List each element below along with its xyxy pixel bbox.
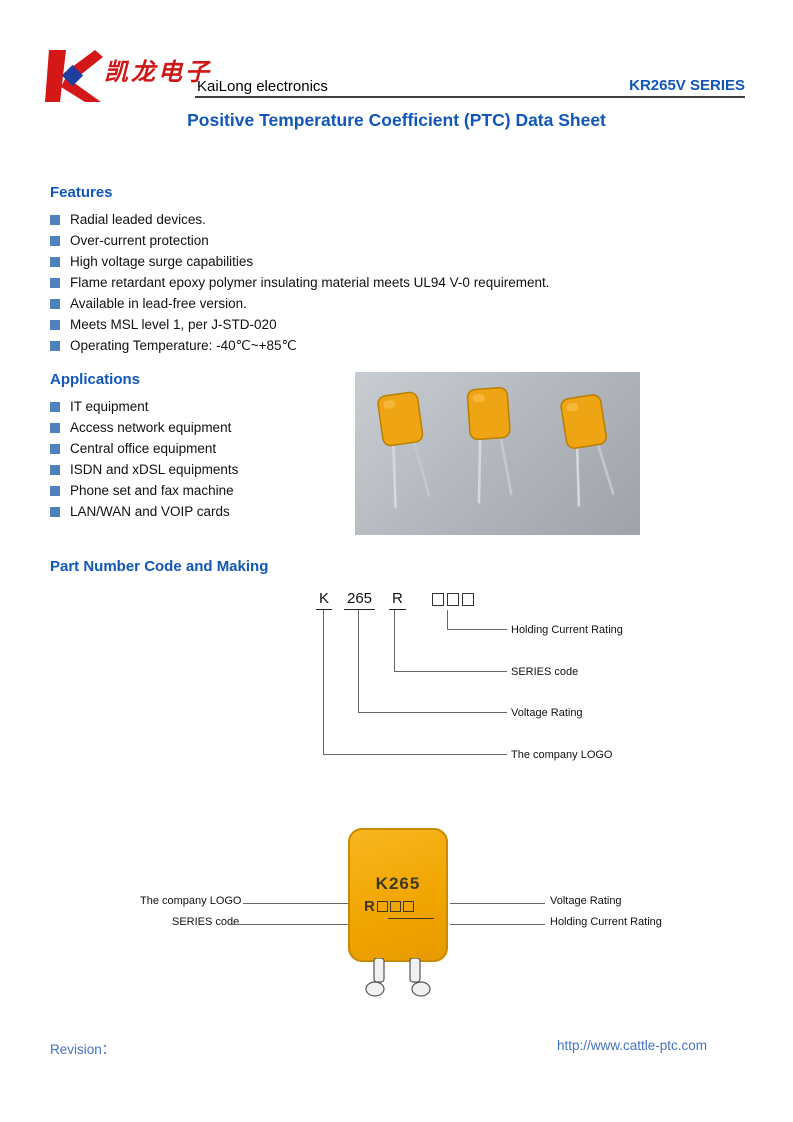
blank-digit-box bbox=[447, 593, 459, 607]
bullet-square-icon bbox=[50, 277, 60, 288]
feature-text: Available in lead-free version. bbox=[70, 296, 247, 311]
code-label-voltage: Voltage Rating bbox=[511, 707, 583, 719]
code-logo-char: K bbox=[316, 590, 333, 610]
feature-text: Radial leaded devices. bbox=[70, 212, 206, 227]
bullet-square-icon bbox=[50, 485, 60, 496]
feature-text: Over-current protection bbox=[70, 233, 209, 248]
applications-heading: Applications bbox=[50, 371, 141, 388]
application-text: ISDN and xDSL equipments bbox=[70, 462, 239, 477]
application-item: Access network equipment bbox=[50, 417, 350, 438]
application-text: LAN/WAN and VOIP cards bbox=[70, 504, 230, 519]
bullet-square-icon bbox=[50, 464, 60, 475]
page-title: Positive Temperature Coefficient (PTC) D… bbox=[187, 110, 606, 130]
marking-line2: R bbox=[364, 898, 414, 915]
connector-line bbox=[358, 610, 507, 713]
blank-digit-box bbox=[432, 593, 444, 607]
features-heading: Features bbox=[50, 184, 113, 201]
partnumber-heading: Part Number Code and Making bbox=[50, 558, 269, 575]
feature-item: Over-current protection bbox=[50, 230, 710, 251]
feature-item: Radial leaded devices. bbox=[50, 209, 710, 230]
feature-text: Operating Temperature: -40℃~+85℃ bbox=[70, 337, 297, 353]
marking-label-holding: Holding Current Rating bbox=[550, 916, 662, 928]
ptc-legs-icon bbox=[365, 958, 431, 997]
company-logo-icon bbox=[45, 48, 103, 104]
feature-text: High voltage surge capabilities bbox=[70, 254, 254, 269]
connector-line bbox=[243, 903, 348, 904]
application-item: ISDN and xDSL equipments bbox=[50, 459, 350, 480]
bullet-square-icon bbox=[50, 443, 60, 454]
blank-digit-box bbox=[376, 901, 388, 912]
revision-label: Revision： bbox=[50, 1042, 116, 1057]
bullet-square-icon bbox=[50, 422, 60, 433]
marking-line1: K265 bbox=[375, 874, 421, 893]
blank-digit-box bbox=[402, 901, 414, 912]
bullet-square-icon bbox=[50, 256, 60, 267]
series-label: KR265V SERIES bbox=[629, 77, 745, 94]
blank-digit-box bbox=[462, 593, 474, 607]
application-text: IT equipment bbox=[70, 399, 149, 414]
code-label-holding: Holding Current Rating bbox=[511, 624, 623, 636]
application-text: Access network equipment bbox=[70, 420, 232, 435]
feature-text: Flame retardant epoxy polymer insulating… bbox=[70, 275, 550, 290]
bullet-square-icon bbox=[50, 319, 60, 330]
code-voltage-chars: 265 bbox=[344, 590, 376, 610]
application-item: Central office equipment bbox=[50, 438, 350, 459]
feature-item: Operating Temperature: -40℃~+85℃ bbox=[50, 335, 710, 356]
application-item: Phone set and fax machine bbox=[50, 480, 350, 501]
feature-text: Meets MSL level 1, per J-STD-020 bbox=[70, 317, 277, 332]
marking-label-logo: The company LOGO bbox=[140, 895, 242, 907]
application-text: Phone set and fax machine bbox=[70, 483, 234, 498]
features-section: Features Radial leaded devices. Over-cur… bbox=[50, 184, 710, 356]
ptc-device-2 bbox=[466, 386, 513, 504]
company-name: KaiLong electronics bbox=[197, 78, 328, 95]
header-divider bbox=[195, 96, 745, 98]
code-label-series: SERIES code bbox=[511, 666, 579, 678]
feature-item: Flame retardant epoxy polymer insulating… bbox=[50, 272, 710, 293]
code-label-logo: The company LOGO bbox=[511, 749, 613, 761]
ptc-devices-image bbox=[377, 386, 615, 508]
features-list: Radial leaded devices. Over-current prot… bbox=[50, 209, 710, 356]
connector-line bbox=[450, 924, 545, 925]
feature-item: High voltage surge capabilities bbox=[50, 251, 710, 272]
application-text: Central office equipment bbox=[70, 441, 217, 456]
ptc-body-diagram: K265 R bbox=[348, 828, 448, 962]
feature-item: Meets MSL level 1, per J-STD-020 bbox=[50, 314, 710, 335]
logo-chinese-text: 凯龙电子 bbox=[104, 60, 212, 86]
connector-line bbox=[447, 610, 507, 630]
feature-item: Available in lead-free version. bbox=[50, 293, 710, 314]
ptc-device-3 bbox=[560, 394, 615, 507]
connector-line bbox=[394, 610, 507, 672]
k-logo-icon bbox=[45, 50, 103, 102]
website-link[interactable]: http://www.cattle-ptc.com bbox=[556, 1038, 707, 1053]
marking-underline bbox=[388, 918, 434, 919]
bullet-square-icon bbox=[50, 235, 60, 246]
connector-line bbox=[323, 610, 507, 755]
bullet-square-icon bbox=[50, 401, 60, 412]
bullet-square-icon bbox=[50, 298, 60, 309]
blank-digit-box bbox=[389, 901, 401, 912]
application-item: LAN/WAN and VOIP cards bbox=[50, 501, 350, 522]
applications-list: IT equipment Access network equipment Ce… bbox=[50, 396, 350, 522]
marking-label-series: SERIES code bbox=[172, 916, 240, 928]
connector-line bbox=[232, 924, 348, 925]
marking-label-voltage: Voltage Rating bbox=[550, 895, 622, 907]
application-item: IT equipment bbox=[50, 396, 350, 417]
ptc-device-1 bbox=[377, 391, 431, 508]
bullet-square-icon bbox=[50, 340, 60, 351]
connector-line bbox=[450, 903, 545, 904]
bullet-square-icon bbox=[50, 506, 60, 517]
code-series-char: R bbox=[389, 590, 406, 610]
applications-section: Applications IT equipment Access network… bbox=[50, 371, 350, 522]
marking-series-char: R bbox=[364, 898, 375, 915]
product-photo bbox=[355, 372, 640, 535]
bullet-square-icon bbox=[50, 214, 60, 225]
code-current-boxes bbox=[432, 591, 477, 609]
